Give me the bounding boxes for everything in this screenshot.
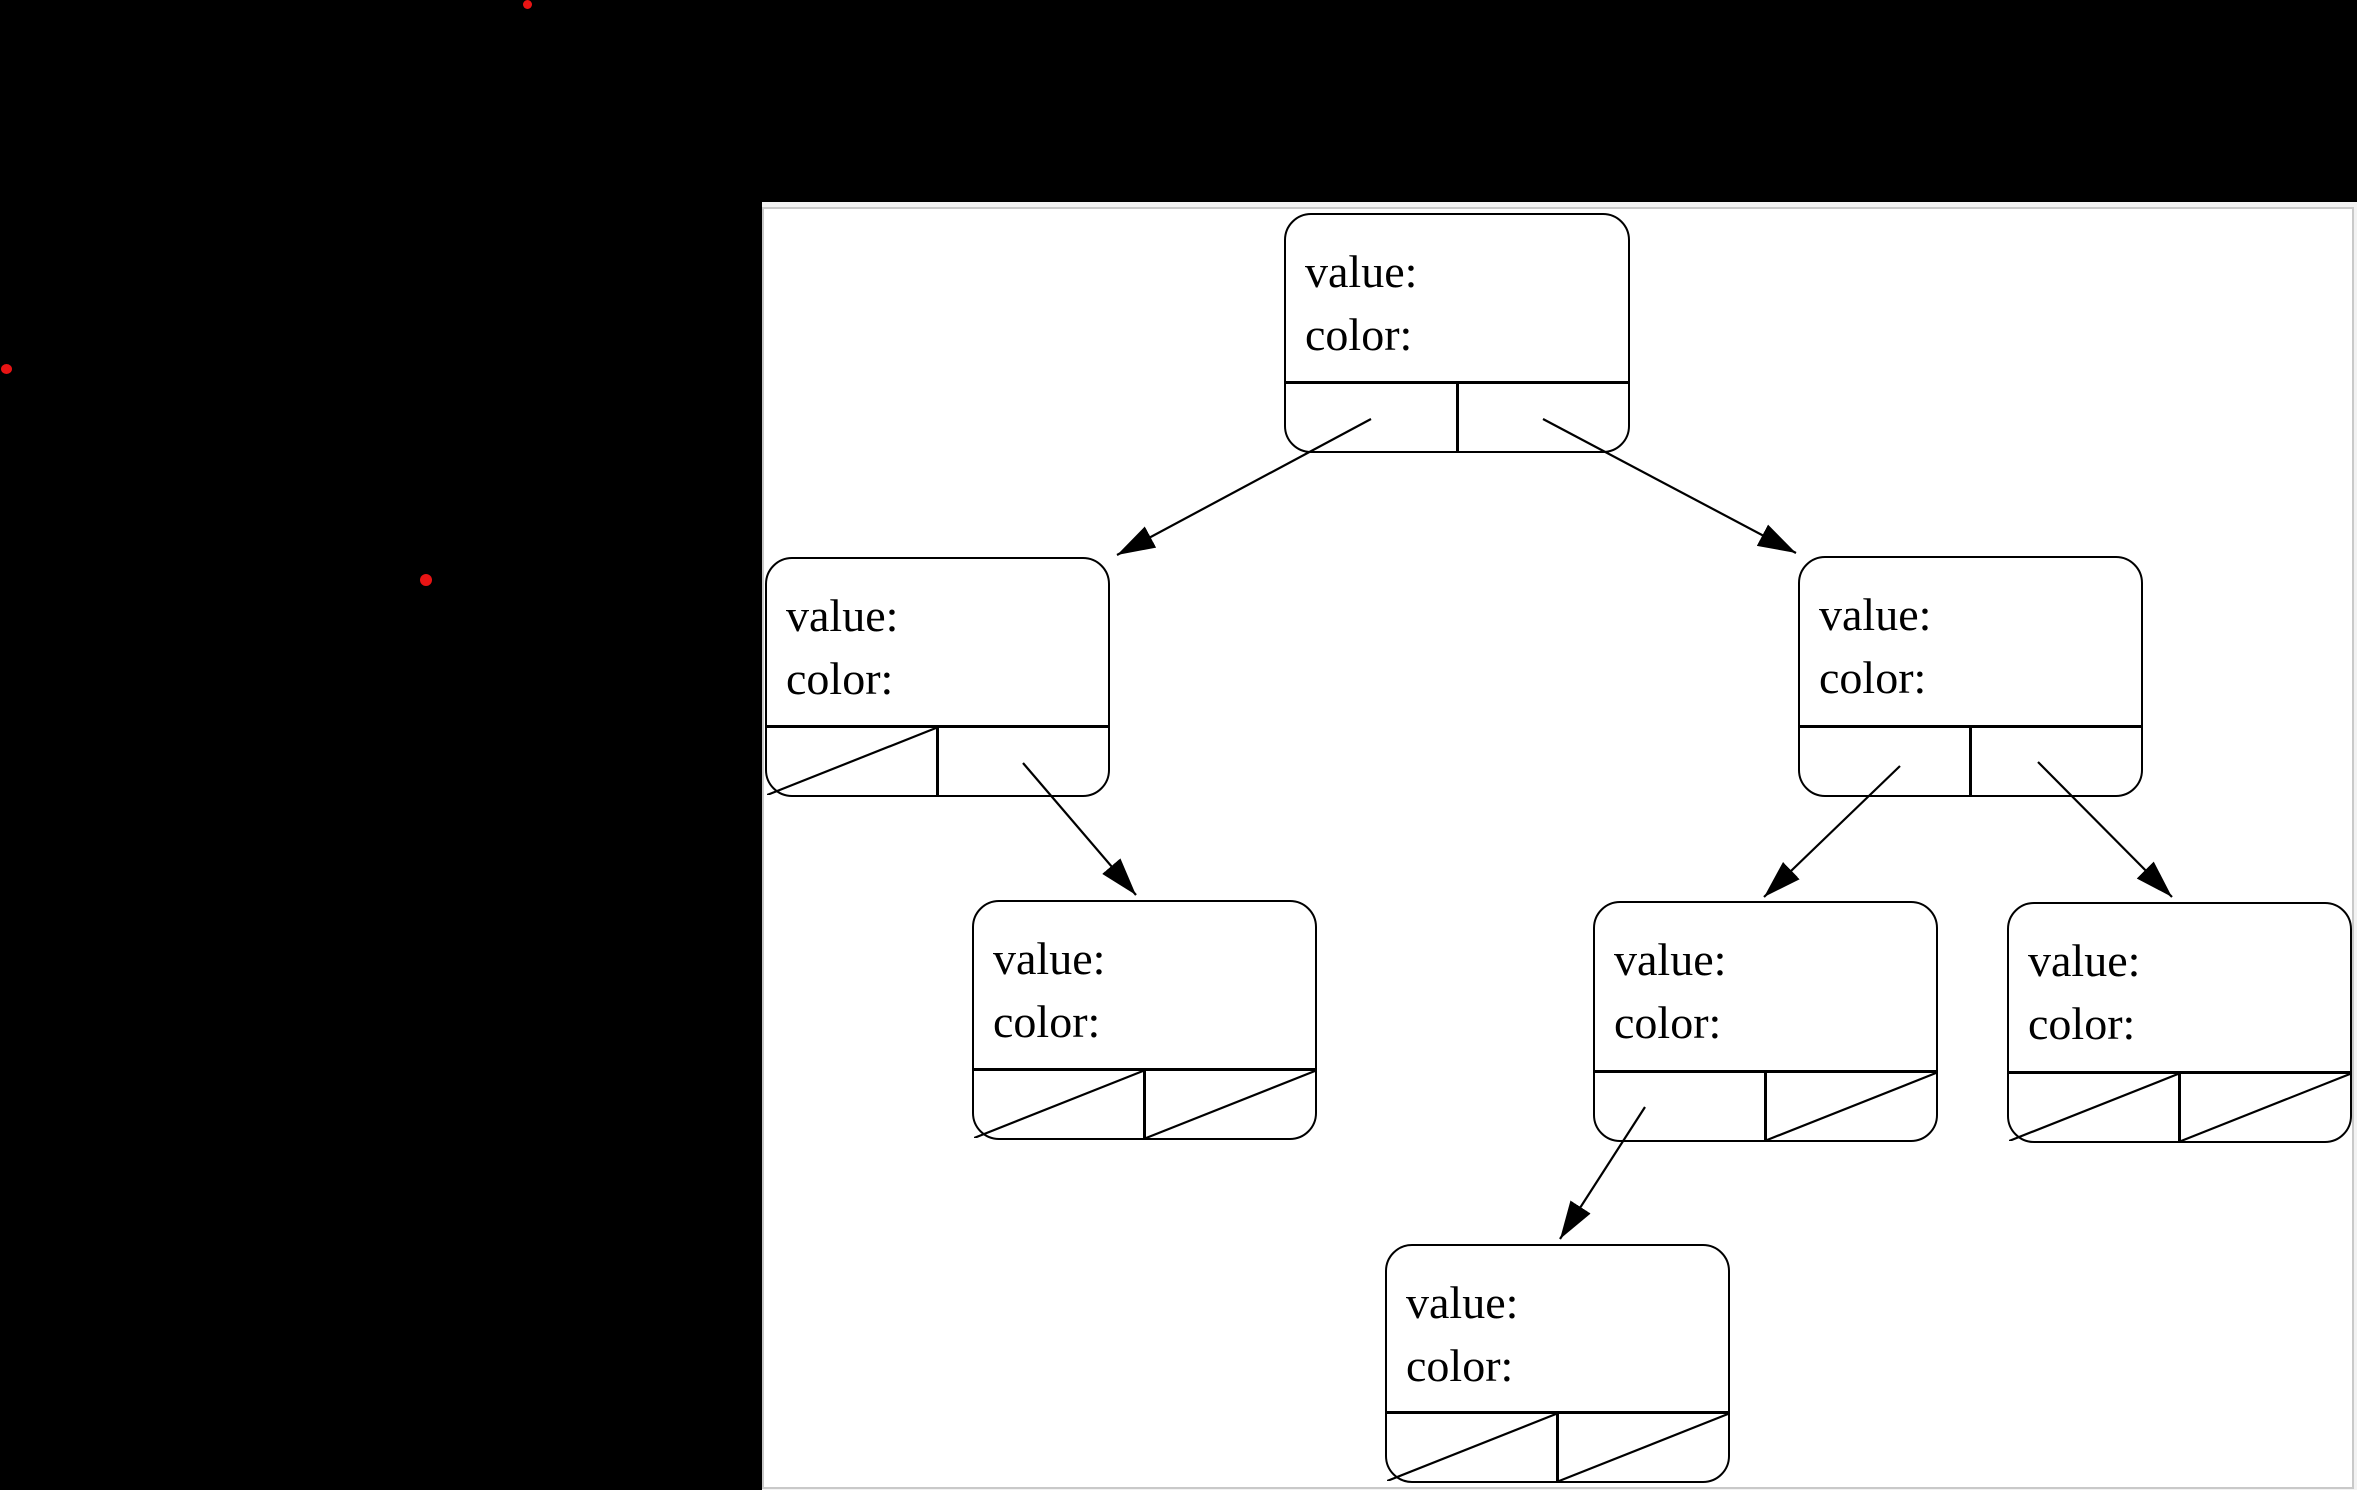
null-slash-icon — [2009, 1074, 2178, 1141]
node-fields: value: color: — [2028, 904, 2346, 1055]
value-label: value: — [1305, 246, 1418, 297]
color-label: color: — [2028, 998, 2136, 1049]
pointer-cells — [1595, 1070, 1936, 1140]
color-label: color: — [1305, 309, 1413, 360]
color-label: color: — [786, 653, 894, 704]
right-pointer-cell — [1146, 1071, 1315, 1138]
pointer-cells — [1387, 1411, 1728, 1481]
null-slash-icon — [1387, 1414, 1556, 1481]
null-slash-icon — [1146, 1071, 1315, 1138]
value-label: value: — [1406, 1277, 1519, 1328]
value-label: value: — [993, 933, 1106, 984]
left-pointer-cell — [974, 1071, 1146, 1138]
value-label: value: — [1614, 934, 1727, 985]
node-fields: value: color: — [786, 559, 1104, 710]
red-dot — [523, 0, 532, 9]
value-label: value: — [1819, 589, 1932, 640]
right-pointer-cell — [1972, 728, 2141, 795]
left-pointer-cell — [1387, 1414, 1559, 1481]
right-pointer-cell — [939, 728, 1108, 795]
right-pointer-cell — [1767, 1073, 1936, 1140]
right-pointer-cell — [1459, 384, 1629, 451]
pointer-cells — [974, 1068, 1315, 1138]
node-fields: value: color: — [1406, 1246, 1724, 1397]
value-label: value: — [2028, 935, 2141, 986]
tree-node-right-left-left: value: color: — [1385, 1244, 1730, 1483]
tree-node-right-right: value: color: — [2007, 902, 2352, 1143]
node-fields: value: color: — [1614, 903, 1932, 1054]
red-dot — [420, 574, 432, 586]
tree-node-left-right: value: color: — [972, 900, 1317, 1140]
pointer-cells — [2009, 1071, 2350, 1141]
left-pointer-cell — [1595, 1073, 1767, 1140]
left-pointer-cell — [1800, 728, 1972, 795]
pointer-cells — [1800, 725, 2141, 795]
color-label: color: — [1614, 997, 1722, 1048]
color-label: color: — [993, 996, 1101, 1047]
tree-node-right: value: color: — [1798, 556, 2143, 797]
red-dot — [1, 364, 12, 374]
node-fields: value: color: — [993, 902, 1311, 1053]
color-label: color: — [1819, 652, 1927, 703]
null-slash-icon — [1767, 1073, 1936, 1140]
null-slash-icon — [974, 1071, 1143, 1138]
node-fields: value: color: — [1819, 558, 2137, 709]
node-fields: value: color: — [1305, 215, 1624, 366]
right-pointer-cell — [2181, 1074, 2350, 1141]
left-pointer-cell — [767, 728, 939, 795]
left-pointer-cell — [2009, 1074, 2181, 1141]
null-slash-icon — [767, 728, 936, 795]
null-slash-icon — [2181, 1074, 2350, 1141]
right-pointer-cell — [1559, 1414, 1728, 1481]
left-pointer-cell — [1286, 384, 1459, 451]
null-slash-icon — [1559, 1414, 1728, 1481]
pointer-cells — [767, 725, 1108, 795]
tree-node-right-left: value: color: — [1593, 901, 1938, 1142]
pointer-cells — [1286, 381, 1628, 451]
color-label: color: — [1406, 1340, 1514, 1391]
tree-node-left: value: color: — [765, 557, 1110, 797]
value-label: value: — [786, 590, 899, 641]
tree-node-root: value: color: — [1284, 213, 1630, 453]
